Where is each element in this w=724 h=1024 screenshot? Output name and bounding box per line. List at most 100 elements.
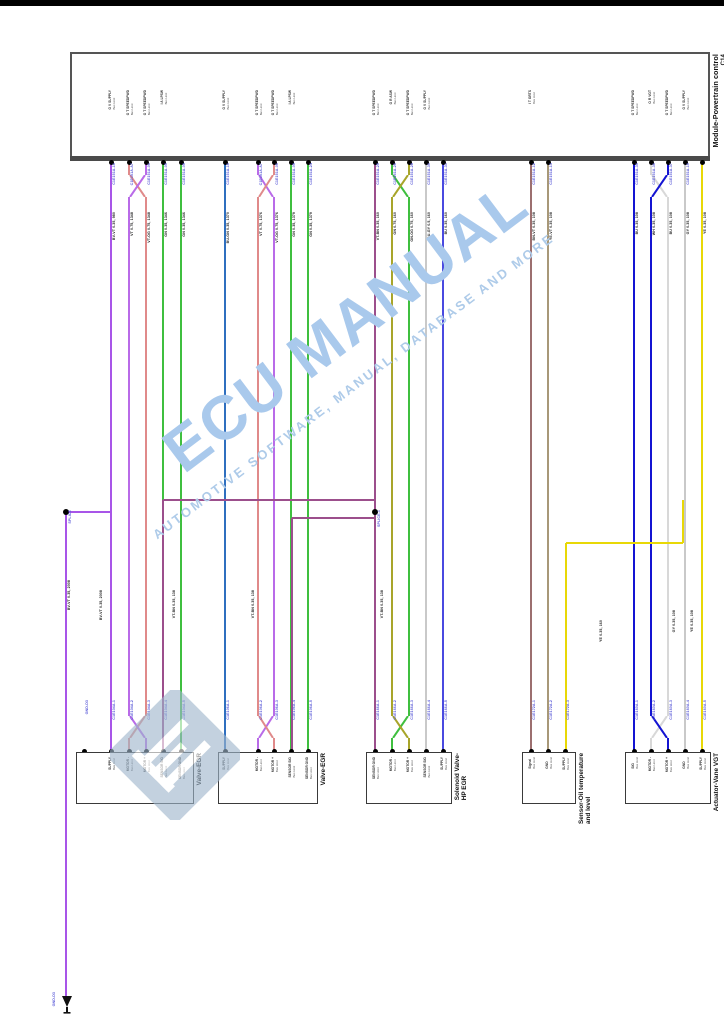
- connector-label: C1E104A-4: [163, 700, 168, 720]
- wire-segment: [442, 161, 444, 175]
- pcm-pin-sub: Bus Host: [410, 103, 415, 116]
- watermark-brand: ECU MANUAL: [150, 167, 541, 486]
- pcm-terminal-dot: [699, 160, 705, 165]
- wire-segment: [391, 197, 393, 716]
- wire-segment: [162, 161, 164, 175]
- device-terminal-dot: [372, 749, 378, 754]
- device-box: [366, 752, 452, 804]
- wire-crossover: [129, 174, 146, 198]
- wire-segment: [684, 161, 686, 175]
- device-title: Actuator-Vane VGT: [713, 753, 720, 812]
- wire-spec-label: GN 0.35, 1379: [291, 212, 296, 237]
- device-terminal-dot: [665, 749, 671, 754]
- wire-segment: [701, 161, 703, 175]
- device-pin-sub: Bus Host: [703, 758, 708, 770]
- pcm-module-box: [70, 52, 710, 158]
- wire-segment: [442, 175, 444, 752]
- wire-segment: [257, 161, 259, 175]
- pcm-terminal-dot: [288, 160, 294, 165]
- pcm-pin-sub: Bus Host: [164, 92, 169, 105]
- wire-crossover: [392, 715, 409, 739]
- connector-label: C1E151A-24: [308, 163, 313, 185]
- wire-crossover: [651, 715, 668, 739]
- device-terminal-dot: [699, 749, 705, 754]
- wire-spec-label: GN 0.35, 1346: [163, 212, 168, 237]
- device-pin-sub: Bus Host: [259, 759, 264, 772]
- device-pin-label: MOTOR -Bus Host: [389, 757, 398, 771]
- connector-label: C1E151A-37: [668, 163, 673, 185]
- pcm-terminal-dot: [178, 160, 184, 165]
- pcm-pin-sub: Bus Host: [427, 97, 432, 110]
- wire-segment: [145, 197, 147, 716]
- wire-segment: [224, 161, 226, 175]
- wire-spec-label: YE 0.35, 108: [702, 212, 707, 234]
- wire-segment: [273, 197, 275, 716]
- connector-label: C1E166A-5: [443, 700, 448, 720]
- connector-label: C1E151A-10: [685, 163, 690, 185]
- device-pin-sub: Bus Host: [410, 760, 415, 773]
- wire-segment: [565, 543, 567, 760]
- connector-label: C1E106A-2: [258, 700, 263, 720]
- device-pin-sub: Bus Host: [427, 765, 432, 778]
- wire-segment: [391, 738, 393, 752]
- device-pin-sub: Bus Host: [652, 759, 657, 772]
- device-pin-sub: Bus Host: [376, 767, 381, 780]
- connector-label: C1E151A-A7: [129, 163, 134, 186]
- device-pin-sub: Bus Host: [635, 757, 640, 769]
- wire-spec-label: YE 0.35, 160: [599, 620, 603, 642]
- wire-segment: [292, 517, 375, 519]
- pcm-terminal-dot: [423, 160, 429, 165]
- connector-label: C1E106A-3: [274, 700, 279, 720]
- connector-label: C1E151A-36: [651, 163, 656, 185]
- wire-segment: [163, 499, 375, 501]
- page-top-rule: [0, 0, 724, 6]
- wire-segment: [110, 512, 112, 760]
- wire-segment: [224, 175, 226, 752]
- pcm-terminal-dot: [406, 160, 412, 165]
- device-pin-label: MOTOR +Bus Host: [143, 757, 152, 772]
- pcm-pin-sub: Bus Host: [147, 103, 152, 116]
- watermark-tagline: AUTOMOTIVE SOFTWARE, MANUAL, DATABASE AN…: [150, 230, 557, 542]
- wire-segment: [682, 500, 684, 543]
- wire-segment: [650, 197, 652, 716]
- device-pin-sub: Bus Host: [393, 759, 398, 772]
- pcm-terminal-dot: [648, 160, 654, 165]
- ground-wire-label: BV-VT 0.35, 2008: [67, 580, 71, 611]
- pcm-terminal-dot: [160, 160, 166, 165]
- connector-label: C1E151A-30: [426, 163, 431, 185]
- connector-label: C1E151A-25: [375, 163, 380, 185]
- wire-segment: [701, 175, 703, 752]
- device-pin-sub: Bus Host: [309, 767, 314, 780]
- wire-segment: [290, 175, 292, 752]
- wire-segment: [180, 161, 182, 175]
- connector-label: C1E160A-5: [702, 700, 707, 720]
- connector-label: C1E151A-28: [409, 163, 414, 185]
- device-title: Solenoid Valve-HP EGR: [454, 753, 469, 801]
- pcm-connector-bar: [70, 156, 710, 161]
- pcm-pin-sub: Bus Host: [669, 103, 674, 116]
- wire-segment: [180, 175, 182, 752]
- connector-label: C1E160A-1: [634, 700, 639, 720]
- device-terminal-dot: [288, 749, 294, 754]
- device-terminal-dot: [255, 749, 261, 754]
- device-pin-sub: Bus Host: [444, 758, 449, 770]
- pcm-terminal-dot: [143, 160, 149, 165]
- device-pin-sub: Bus Host: [112, 758, 117, 770]
- device-title: Valve-EGR: [320, 753, 327, 786]
- connector-label: C1E151A-26: [392, 163, 397, 185]
